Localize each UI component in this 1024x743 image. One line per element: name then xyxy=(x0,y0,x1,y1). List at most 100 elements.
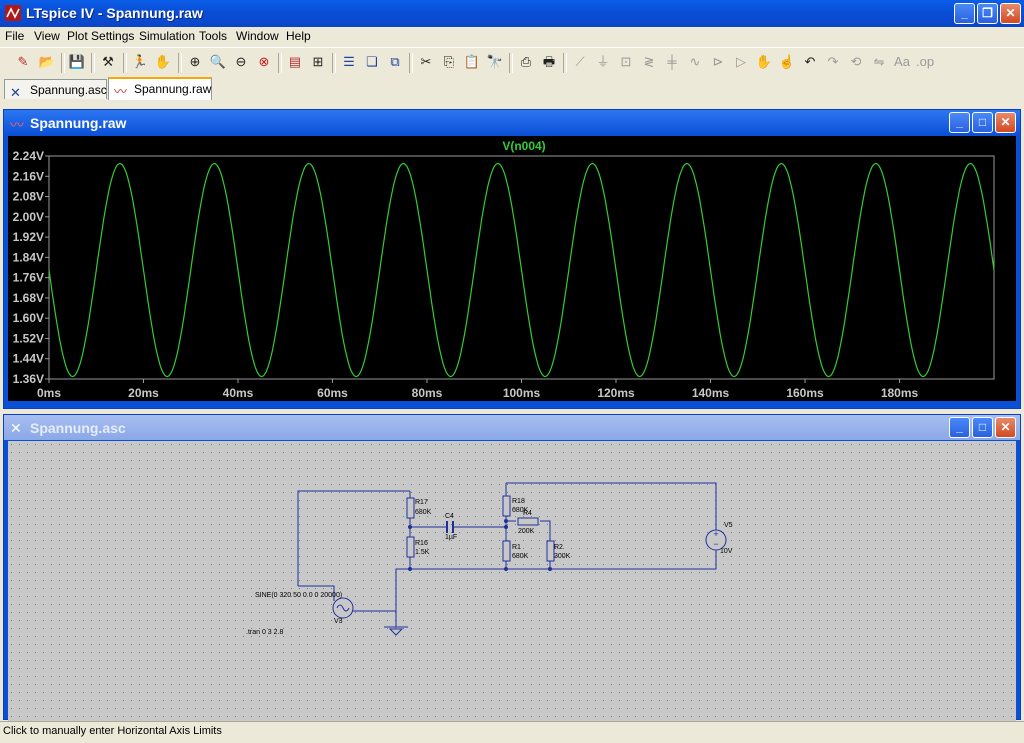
paste-icon[interactable]: 📋 xyxy=(463,54,481,69)
resistor-r4[interactable] xyxy=(517,517,539,526)
manual-limits-icon[interactable]: ⊞ xyxy=(312,54,324,69)
copy-icon[interactable]: ⎘ xyxy=(443,54,455,69)
y-tick-label[interactable]: 1.36V xyxy=(13,372,44,386)
restore-button[interactable]: ❐ xyxy=(977,3,998,24)
trace-label[interactable]: V(n004) xyxy=(502,139,545,153)
menu-window[interactable]: Window xyxy=(236,29,279,43)
drag-icon[interactable]: ☝ xyxy=(778,54,796,69)
y-tick-label[interactable]: 1.52V xyxy=(13,331,44,345)
undo-icon[interactable]: ↶ xyxy=(804,54,816,69)
cut-icon[interactable]: ✂ xyxy=(420,54,432,69)
waveform-minimize-button[interactable]: _ xyxy=(949,112,970,133)
menu-file[interactable]: File xyxy=(5,29,25,43)
text-icon[interactable]: Aa xyxy=(894,54,910,69)
x-tick-label[interactable]: 40ms xyxy=(223,386,254,400)
new-schematic-icon[interactable]: ✎ xyxy=(17,54,29,69)
y-tick-label[interactable]: 2.08V xyxy=(13,190,44,204)
y-tick-label[interactable]: 2.16V xyxy=(13,169,44,183)
y-tick-label[interactable]: 1.44V xyxy=(13,352,44,366)
inductor-icon[interactable]: ∿ xyxy=(689,54,701,69)
print-setup-icon[interactable]: ⎙ xyxy=(520,54,532,69)
trace-v-n004[interactable] xyxy=(48,162,995,378)
capacitor-icon[interactable]: ╪ xyxy=(667,54,677,69)
control-panel-icon[interactable]: ⚒ xyxy=(102,54,114,69)
x-tick-label[interactable]: 120ms xyxy=(597,386,635,400)
diode-icon[interactable]: ⊳ xyxy=(712,54,724,69)
x-tick-label[interactable]: 80ms xyxy=(412,386,443,400)
resistor-r1[interactable] xyxy=(502,540,511,562)
x-tick-label[interactable]: 180ms xyxy=(881,386,919,400)
menu-plot-settings[interactable]: Plot Settings xyxy=(67,29,135,43)
tile-horizontal-icon[interactable]: ☰ xyxy=(343,54,355,69)
capacitor-c4[interactable] xyxy=(446,521,454,533)
print-icon[interactable]: 🖶 xyxy=(542,54,556,69)
draw-wire-icon[interactable]: ⟋ xyxy=(575,54,585,69)
menu-tools[interactable]: Tools xyxy=(199,29,228,43)
tab-spannung-asc[interactable]: ✕ Spannung.asc xyxy=(4,79,107,100)
component-icon[interactable]: ▷ xyxy=(736,54,746,69)
menu-view[interactable]: View xyxy=(34,29,60,43)
wires[interactable] xyxy=(297,482,717,627)
voltage-source-v5[interactable]: + − xyxy=(705,529,727,551)
y-tick-label[interactable]: 2.24V xyxy=(13,149,44,163)
zoom-area-icon[interactable]: 🔍 xyxy=(209,54,227,69)
halt-icon[interactable]: ✋ xyxy=(154,54,172,69)
resistors[interactable] xyxy=(406,495,555,562)
schematic-canvas[interactable]: + − R17 680K R16 1.5K C4 1µF R18 xyxy=(8,441,1016,721)
resistor-r16[interactable] xyxy=(406,536,415,558)
x-tick-label[interactable]: 100ms xyxy=(503,386,541,400)
rotate-icon[interactable]: ⟲ xyxy=(850,54,862,69)
zoom-in-icon[interactable]: ⊕ xyxy=(189,54,201,69)
tab-spannung-raw[interactable]: 〰 Spannung.raw xyxy=(108,77,212,100)
resistor-r2[interactable] xyxy=(546,540,555,562)
schematic-window[interactable]: ✕ Spannung.asc _ □ ✕ xyxy=(3,414,1021,721)
y-tick-label[interactable]: 2.00V xyxy=(13,210,44,224)
ground-icon[interactable]: ⏚ xyxy=(596,54,610,69)
x-tick-label[interactable]: 20ms xyxy=(128,386,159,400)
waveform-close-button[interactable]: ✕ xyxy=(995,112,1016,133)
zoom-out-icon[interactable]: ⊖ xyxy=(235,54,247,69)
x-tick-label[interactable]: 0ms xyxy=(37,386,61,400)
mirror-icon[interactable]: ⇋ xyxy=(873,54,885,69)
waveform-plot[interactable]: V(n004) 2.24V 2.16V 2.08V 2.00V 1.92V 1.84V 1.… xyxy=(8,136,1016,401)
waveform-maximize-button[interactable]: □ xyxy=(972,112,993,133)
label-r1: R1 xyxy=(512,544,521,551)
y-tick-label[interactable]: 1.84V xyxy=(13,250,44,264)
schematic-drawing[interactable]: + − R17 680K R16 1.5K C4 1µF R18 xyxy=(8,441,1016,721)
y-tick-label[interactable]: 1.92V xyxy=(13,230,44,244)
spice-directive-icon[interactable]: .op xyxy=(916,54,935,69)
open-icon[interactable]: 📂 xyxy=(38,54,56,69)
resistor-r17[interactable] xyxy=(406,497,415,519)
y-tick-label[interactable]: 1.76V xyxy=(13,271,44,285)
x-tick-label[interactable]: 140ms xyxy=(692,386,730,400)
run-icon[interactable]: 🏃 xyxy=(131,54,149,69)
save-icon[interactable]: 💾 xyxy=(68,54,86,69)
resistor-icon[interactable]: ≷ xyxy=(643,54,655,69)
menu-simulation[interactable]: Simulation xyxy=(139,29,196,43)
resistor-r18[interactable] xyxy=(502,495,511,517)
cascade-icon[interactable]: ❏ xyxy=(366,54,378,69)
move-icon[interactable]: ✋ xyxy=(755,54,773,69)
x-tick-label[interactable]: 60ms xyxy=(317,386,348,400)
spice-directive[interactable]: .tran 0 3 2.8 xyxy=(246,629,283,636)
value-v5: 10V xyxy=(720,548,733,555)
minimize-button[interactable]: _ xyxy=(954,3,975,24)
schematic-minimize-button[interactable]: _ xyxy=(949,417,970,438)
menu-help[interactable]: Help xyxy=(286,29,311,43)
schematic-close-button[interactable]: ✕ xyxy=(995,417,1016,438)
zoom-fit-icon[interactable]: ⊗ xyxy=(258,54,270,69)
ground-symbol[interactable] xyxy=(384,626,408,636)
label-net-icon[interactable]: ⊡ xyxy=(620,54,632,69)
y-tick-label[interactable]: 1.60V xyxy=(13,311,44,325)
close-button[interactable]: ✕ xyxy=(1000,3,1021,24)
voltage-source-v3[interactable] xyxy=(332,597,354,619)
autorange-icon[interactable]: ▤ xyxy=(288,54,302,69)
y-tick-label[interactable]: 1.68V xyxy=(13,291,44,305)
x-tick-label[interactable]: 160ms xyxy=(786,386,824,400)
close-windows-icon[interactable]: ⧉ xyxy=(390,54,400,69)
schematic-maximize-button[interactable]: □ xyxy=(972,417,993,438)
plot-pane[interactable]: V(n004) 2.24V 2.16V 2.08V 2.00V 1.92V 1.84V 1.… xyxy=(8,136,1016,401)
find-icon[interactable]: 🔭 xyxy=(486,54,504,69)
redo-icon[interactable]: ↷ xyxy=(827,54,839,69)
